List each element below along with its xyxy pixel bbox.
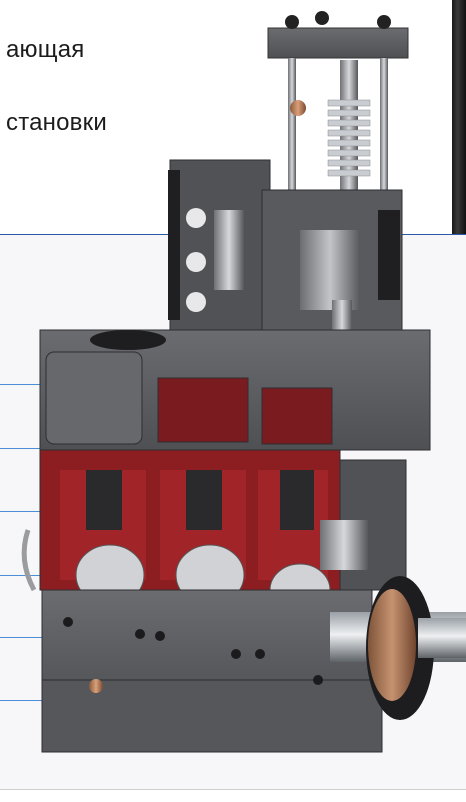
caption-line-1: ающая — [6, 36, 85, 63]
callout-line-3 — [0, 511, 46, 512]
callout-line-4 — [0, 575, 46, 576]
photo-edge — [452, 0, 466, 235]
callout-line-5 — [0, 637, 46, 638]
callout-line-2 — [0, 448, 46, 449]
caption-line-2: становки — [6, 109, 107, 136]
bottom-rule — [0, 789, 466, 790]
callout-line-1 — [0, 384, 46, 385]
callout-line-6 — [0, 700, 46, 701]
